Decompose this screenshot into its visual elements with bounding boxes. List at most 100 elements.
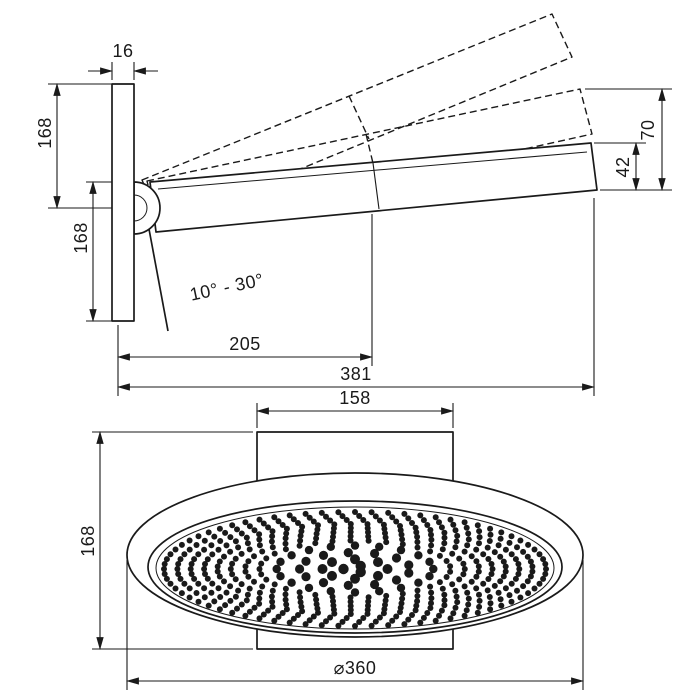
nozzle-dot [265,524,272,531]
nozzle-dot [211,598,218,605]
nozzle-dot [299,523,306,530]
nozzle-dot [282,596,289,603]
support-bracket-edge [148,228,169,332]
nozzle-dot [209,580,216,587]
nozzle-dot [260,520,267,527]
nozzle-dot [414,539,421,545]
nozzle-dot [465,530,472,537]
nozzle-dot [246,546,253,553]
nozzle-dot [491,549,498,556]
nozzle-dot [211,533,218,540]
nozzle-dot [524,553,531,560]
nozzle-dot [216,558,223,565]
nozzle-dot [391,575,402,585]
nozzle-dot [500,558,507,565]
nozzle-dot [243,534,250,541]
nozzle-dot [425,572,434,581]
nozzle-dot [473,573,480,580]
nozzle-dot [373,570,383,581]
nozzle-dot [298,528,305,535]
nozzle-dot [454,599,461,606]
nozzle-dot [256,531,263,538]
nozzle-dot [486,594,493,600]
nozzle-dot [382,564,393,574]
nozzle-dot [174,566,181,572]
nozzle-dot [223,542,230,549]
nozzle-dot [424,610,431,616]
nozzle-dot [413,602,420,609]
nozzle-dot [443,558,450,564]
nozzle-dot [286,619,293,626]
dimension-label: 158 [339,388,371,408]
nozzle-dot [205,602,212,609]
nozzle-dot [343,615,350,621]
nozzle-dot [436,519,442,526]
front-view: 158 168 ⌀360 [78,388,585,690]
nozzle-dot [259,548,266,555]
nozzle-dot [441,529,448,536]
nozzle-dot [258,571,265,578]
nozzle-dot [313,596,320,603]
nozzle-dot [385,509,392,516]
nozzle-dot [375,587,384,596]
nozzle-dot [295,520,301,526]
nozzle-dot [195,598,202,605]
nozzle-dot [514,587,520,594]
nozzle-dot [256,600,263,607]
nozzle-dot [327,557,337,568]
dim-head-thickness: 42 [594,141,672,192]
nozzle-dot [454,532,461,539]
nozzle-dot [191,556,198,563]
nozzle-dot [393,613,400,620]
nozzle-dot [512,556,519,563]
nozzle-dot [275,613,282,620]
nozzle-dot [167,551,174,558]
nozzle-dot [447,615,454,622]
nozzle-dot [246,585,253,592]
nozzle-dot [465,595,472,602]
nozzle-dot [393,518,400,525]
nozzle-dot [542,571,549,577]
nozzle-dot [428,531,434,538]
nozzle-dot [485,576,492,582]
arm-top-edge-line [157,151,588,190]
nozzle-dot [461,612,468,619]
nozzle-dot [256,615,263,622]
nozzle-dot [417,512,424,519]
nozzle-dot [409,520,415,526]
spray-nozzle-field [161,509,549,629]
nozzle-dot [365,537,372,544]
nozzle-dot [429,564,438,574]
nozzle-dot [335,509,342,516]
nozzle-dot [283,525,290,532]
nozzle-dot [414,587,421,594]
nozzle-dot [468,553,475,560]
nozzle-dot [500,573,507,580]
nozzle-dot [439,585,446,592]
nozzle-dot [428,536,435,543]
nozzle-dot [269,587,276,594]
nozzle-dot [175,571,182,577]
nozzle-dot [461,548,468,555]
nozzle-dot [242,519,249,526]
nozzle-dot [172,585,179,592]
nozzle-dot [283,530,290,537]
nozzle-dot [222,529,229,536]
nozzle-dot [323,513,329,520]
nozzle-dot [515,571,522,577]
nozzle-dot [304,545,314,555]
nozzle-dot [529,568,536,575]
nozzle-dot [401,510,408,517]
nozzle-dot [427,583,434,590]
nozzle-dot [508,533,515,540]
nozzle-dot [313,601,320,608]
dimension-label: 16 [112,41,133,61]
nozzle-dot [365,533,372,540]
nozzle-dot [216,606,223,613]
nozzle-dot [195,551,202,558]
nozzle-dot [216,573,223,580]
nozzle-dot [449,581,456,588]
nozzle-dot [480,580,487,587]
